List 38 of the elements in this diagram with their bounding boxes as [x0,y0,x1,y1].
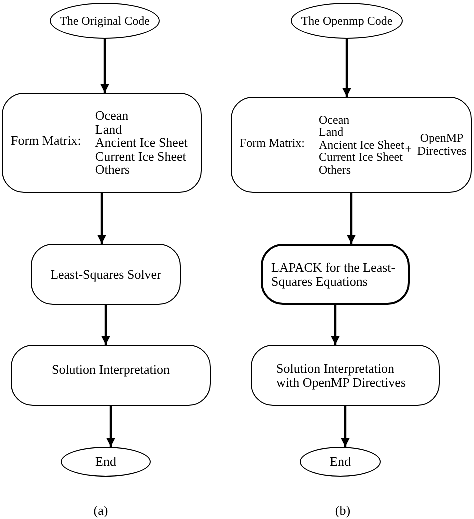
process-box [261,244,410,305]
process-box [251,345,440,406]
node-text: Others [95,163,132,178]
node-text: LAPACK for the Least-Squares Equations [272,260,397,288]
node-text: Ocean [319,114,351,126]
node-text: Ancient Ice Sheet [95,136,188,150]
arrow [341,406,350,447]
arrow [102,305,110,345]
node-text: Land [95,122,124,136]
arrow [347,193,356,244]
node-text: Form Matrix: [11,134,82,148]
node-text: OpenMP Directives [416,132,468,158]
arrow [100,39,110,93]
node-text: Solution Interpretation with OpenMP Directives [276,362,407,390]
node-text: The Openmp Code [301,14,393,28]
process-box [31,244,181,305]
node-text: Land [319,126,345,139]
node-text: The Original Code [60,14,150,28]
process-box [2,93,202,193]
node-text: End [96,455,116,469]
arrow [98,193,106,244]
node-text: Solution Interpretation [52,362,170,376]
process-box [11,345,211,406]
node-text: Form Matrix: [240,136,305,150]
arrow [342,39,352,97]
panel-label: (a) [94,503,108,519]
node-text: + [405,142,412,156]
arrow [331,305,340,345]
node-text: Least-Squares Solver [50,268,162,282]
node-text: Others [319,164,352,176]
node-text: Ancient Ice Sheet [319,138,404,152]
node-text: Current Ice Sheet [95,150,188,164]
arrow [106,406,116,447]
node-text: End [330,455,351,469]
process-box [231,97,472,193]
panel-label: (b) [335,503,351,519]
node-text: Current Ice Sheet [319,151,404,164]
node-text: Ocean [95,108,130,123]
